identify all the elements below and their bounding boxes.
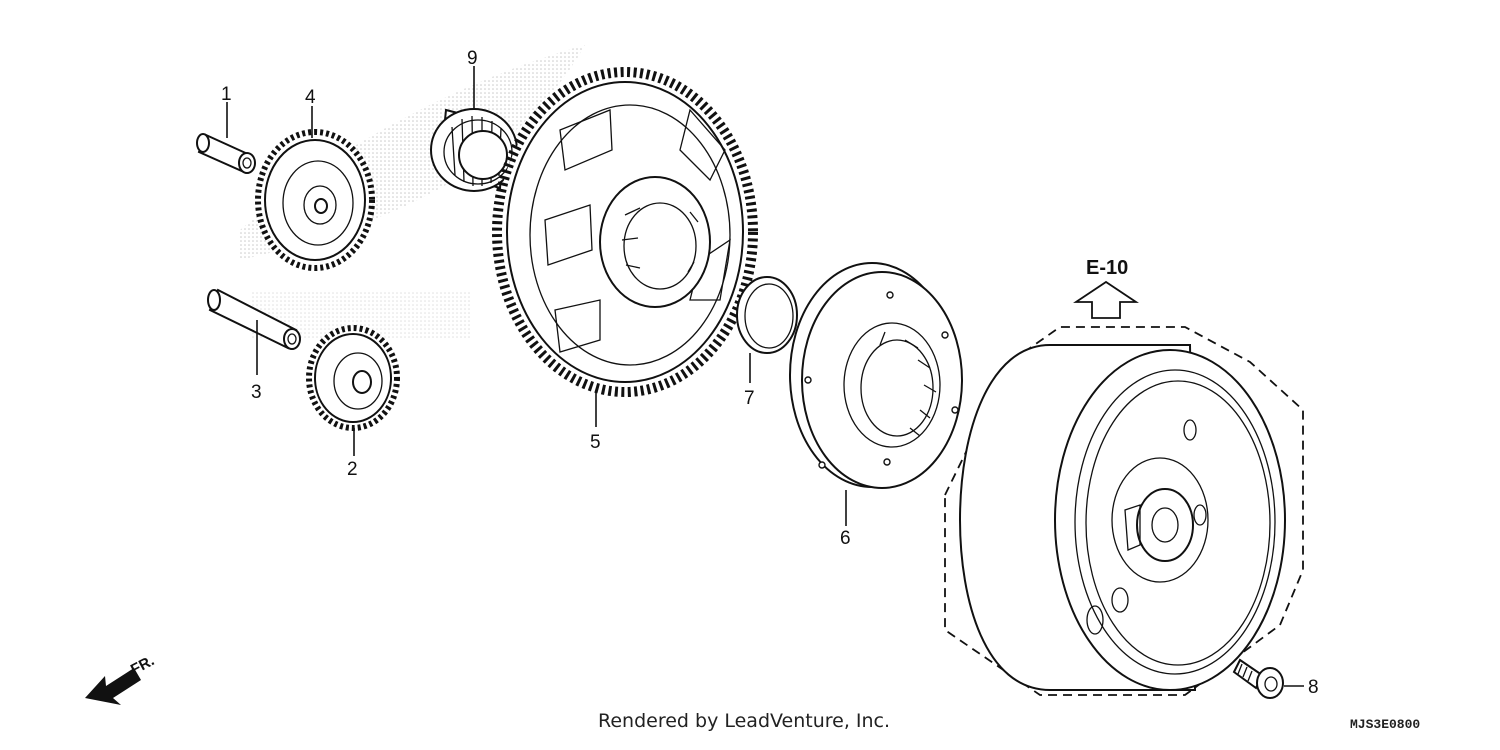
gear-part-4[interactable] — [255, 129, 375, 271]
starter-driven-gear-part-5[interactable] — [492, 67, 758, 397]
reference-label: E-10 — [1086, 257, 1128, 279]
ring-part-7[interactable] — [736, 276, 798, 354]
leader-lines — [226, 66, 1304, 687]
one-way-clutch-part-6[interactable] — [789, 262, 963, 489]
callout-6: 6 — [840, 528, 851, 549]
flywheel-assembly[interactable] — [944, 326, 1304, 696]
bolt-part-8[interactable] — [1232, 658, 1284, 699]
callout-4: 4 — [305, 87, 316, 108]
callout-5: 5 — [590, 432, 601, 453]
diagram-code: MJS3E0800 — [1350, 717, 1421, 732]
callout-1: 1 — [221, 84, 232, 105]
front-direction-arrow-icon — [85, 668, 141, 705]
reference-arrow-up-icon — [1073, 280, 1139, 319]
callout-7: 7 — [744, 388, 755, 409]
render-credit: Rendered by LeadVenture, Inc. — [598, 710, 891, 732]
callout-3: 3 — [251, 382, 262, 403]
gear-part-2[interactable] — [306, 325, 400, 431]
callout-9: 9 — [467, 48, 478, 69]
collar-part-1[interactable] — [196, 133, 256, 174]
callout-2: 2 — [347, 459, 358, 480]
pin-part-3[interactable] — [207, 288, 301, 350]
callout-8: 8 — [1308, 677, 1319, 698]
